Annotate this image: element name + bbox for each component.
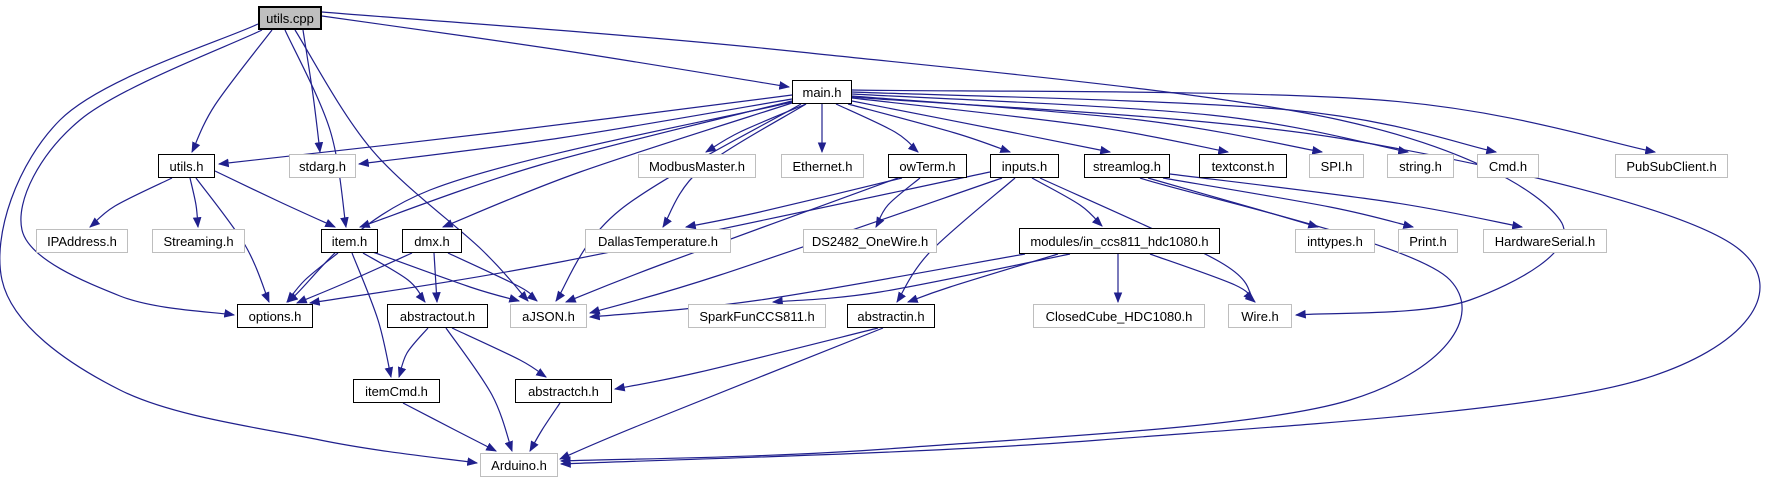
node-wire-h: Wire.h [1228, 304, 1292, 328]
edge-utils-cpp-to-options-h [20, 29, 263, 318]
edge-abstractout-h-to-abstractch-h [451, 327, 547, 378]
node-cmd-h: Cmd.h [1477, 154, 1539, 178]
node-spi-h: SPI.h [1309, 154, 1364, 178]
edge-itemcmd-h-to-arduino-h [402, 402, 497, 452]
edge-dmx-h-to-abstractout-h [432, 252, 441, 304]
edge-utils-h-to-ipaddress-h [89, 177, 173, 228]
node-abstractin-h[interactable]: abstractin.h [847, 304, 935, 328]
node-inputs-h[interactable]: inputs.h [990, 154, 1059, 178]
edge-main-h-to-dmx-h [441, 102, 793, 228]
node-dallastemperature-h: DallasTemperature.h [585, 229, 731, 253]
edge-abstractch-h-to-arduino-h [529, 402, 561, 452]
edge-item-h-to-ajson-h [369, 250, 521, 303]
node-options-h[interactable]: options.h [237, 304, 313, 328]
node-main-h[interactable]: main.h [792, 80, 852, 104]
edge-utils-cpp-to-utils-h [191, 29, 273, 153]
edge-dmx-h-to-ajson-h [447, 252, 538, 302]
node-itemcmd-h[interactable]: itemCmd.h [353, 379, 440, 403]
node-modbusmaster-h: ModbusMaster.h [638, 154, 756, 178]
edge-inputs-h-to-in-ccs811 [1031, 177, 1103, 227]
node-stdarg-h: stdarg.h [289, 154, 356, 178]
node-streaming-h: Streaming.h [152, 229, 245, 253]
edge-abstractin-h-to-arduino-h [559, 327, 884, 460]
edge-main-h-to-options-h [287, 101, 793, 303]
node-utils-h[interactable]: utils.h [158, 154, 215, 178]
node-owterm-h[interactable]: owTerm.h [888, 154, 967, 178]
node-hardwareserial-h: HardwareSerial.h [1483, 229, 1607, 253]
edge-dmx-h-to-options-h [296, 252, 413, 304]
node-ipaddress-h: IPAddress.h [36, 229, 128, 253]
node-utils-cpp: utils.cpp [258, 6, 322, 30]
edge-main-h-to-textconst-h [851, 97, 1230, 155]
edge-abstractin-h-to-abstractch-h [613, 327, 879, 392]
node-ethernet-h: Ethernet.h [781, 154, 864, 178]
edge-main-h-to-inputs-h [847, 103, 1012, 153]
edge-owterm-h-to-ds2482-onewire-h [875, 177, 921, 228]
edge-abstractout-h-to-arduino-h [445, 327, 513, 453]
edge-utils-cpp-to-item-h [284, 29, 349, 229]
node-closedcube-hdc1080-h: ClosedCube_HDC1080.h [1033, 304, 1205, 328]
edge-owterm-h-to-ajson-h [564, 177, 899, 303]
node-inttypes-h: inttypes.h [1295, 229, 1375, 253]
node-ajson-h: aJSON.h [510, 304, 587, 328]
edge-in-ccs811-to-wire-h [1149, 253, 1256, 303]
edge-utils-cpp-to-main-h [321, 15, 791, 90]
edge-streamlog-h-to-print-h [1162, 177, 1415, 229]
edge-owterm-h-to-dallastemperature-h [684, 177, 903, 230]
node-abstractch-h[interactable]: abstractch.h [515, 379, 612, 403]
node-streamlog-h[interactable]: streamlog.h [1084, 154, 1170, 178]
edge-main-h-to-utils-h [217, 94, 793, 168]
edge-utils-cpp-to-wire-h [321, 11, 1565, 319]
edge-item-h-to-itemcmd-h [351, 252, 394, 379]
edge-utils-h-to-streaming-h [189, 177, 202, 229]
edge-main-h-to-pubsubclient-h [851, 89, 1657, 155]
node-arduino-h: Arduino.h [480, 453, 558, 477]
node-dmx-h[interactable]: dmx.h [402, 229, 462, 253]
node-print-h: Print.h [1398, 229, 1458, 253]
node-ds2482-onewire-h: DS2482_OneWire.h [803, 229, 937, 253]
edge-main-h-to-owterm-h [835, 103, 919, 153]
node-abstractout-h[interactable]: abstractout.h [387, 304, 488, 328]
edge-main-h-to-ajson-h [555, 103, 802, 302]
edge-abstractout-h-to-itemcmd-h [397, 327, 429, 379]
node-textconst-h[interactable]: textconst.h [1199, 154, 1287, 178]
edge-main-h-to-arduino-h [559, 96, 1761, 468]
edge-inputs-h-to-options-h [308, 171, 991, 306]
edge-utils-cpp-to-ajson-h [294, 29, 529, 302]
edge-inputs-h-to-ajson-h [588, 177, 1003, 315]
node-pubsubclient-h: PubSubClient.h [1615, 154, 1728, 178]
edge-streamlog-h-to-hardwareserial-h [1169, 173, 1524, 230]
node-in-ccs811[interactable]: modules/in_ccs811_hdc1080.h [1019, 228, 1220, 254]
edge-utils-cpp-to-stdarg-h [302, 29, 324, 154]
node-sparkfunccs811-h: SparkFunCCS811.h [688, 304, 826, 328]
edge-in-ccs811-to-ajson-h [588, 253, 1026, 321]
edge-main-h-to-stdarg-h [357, 98, 793, 168]
node-item-h[interactable]: item.h [321, 229, 378, 253]
edge-main-h-to-streamlog-h [851, 100, 1112, 155]
node-string-h: string.h [1387, 154, 1454, 178]
edge-item-h-to-abstractout-h [362, 252, 426, 303]
edge-main-h-to-cmd-h [851, 91, 1498, 155]
edge-utils-h-to-item-h [214, 170, 336, 228]
edge-item-h-to-options-h [286, 252, 339, 303]
edge-in-ccs811-to-abstractin-h [906, 253, 1059, 303]
edge-utils-cpp-to-arduino-h [0, 23, 479, 466]
